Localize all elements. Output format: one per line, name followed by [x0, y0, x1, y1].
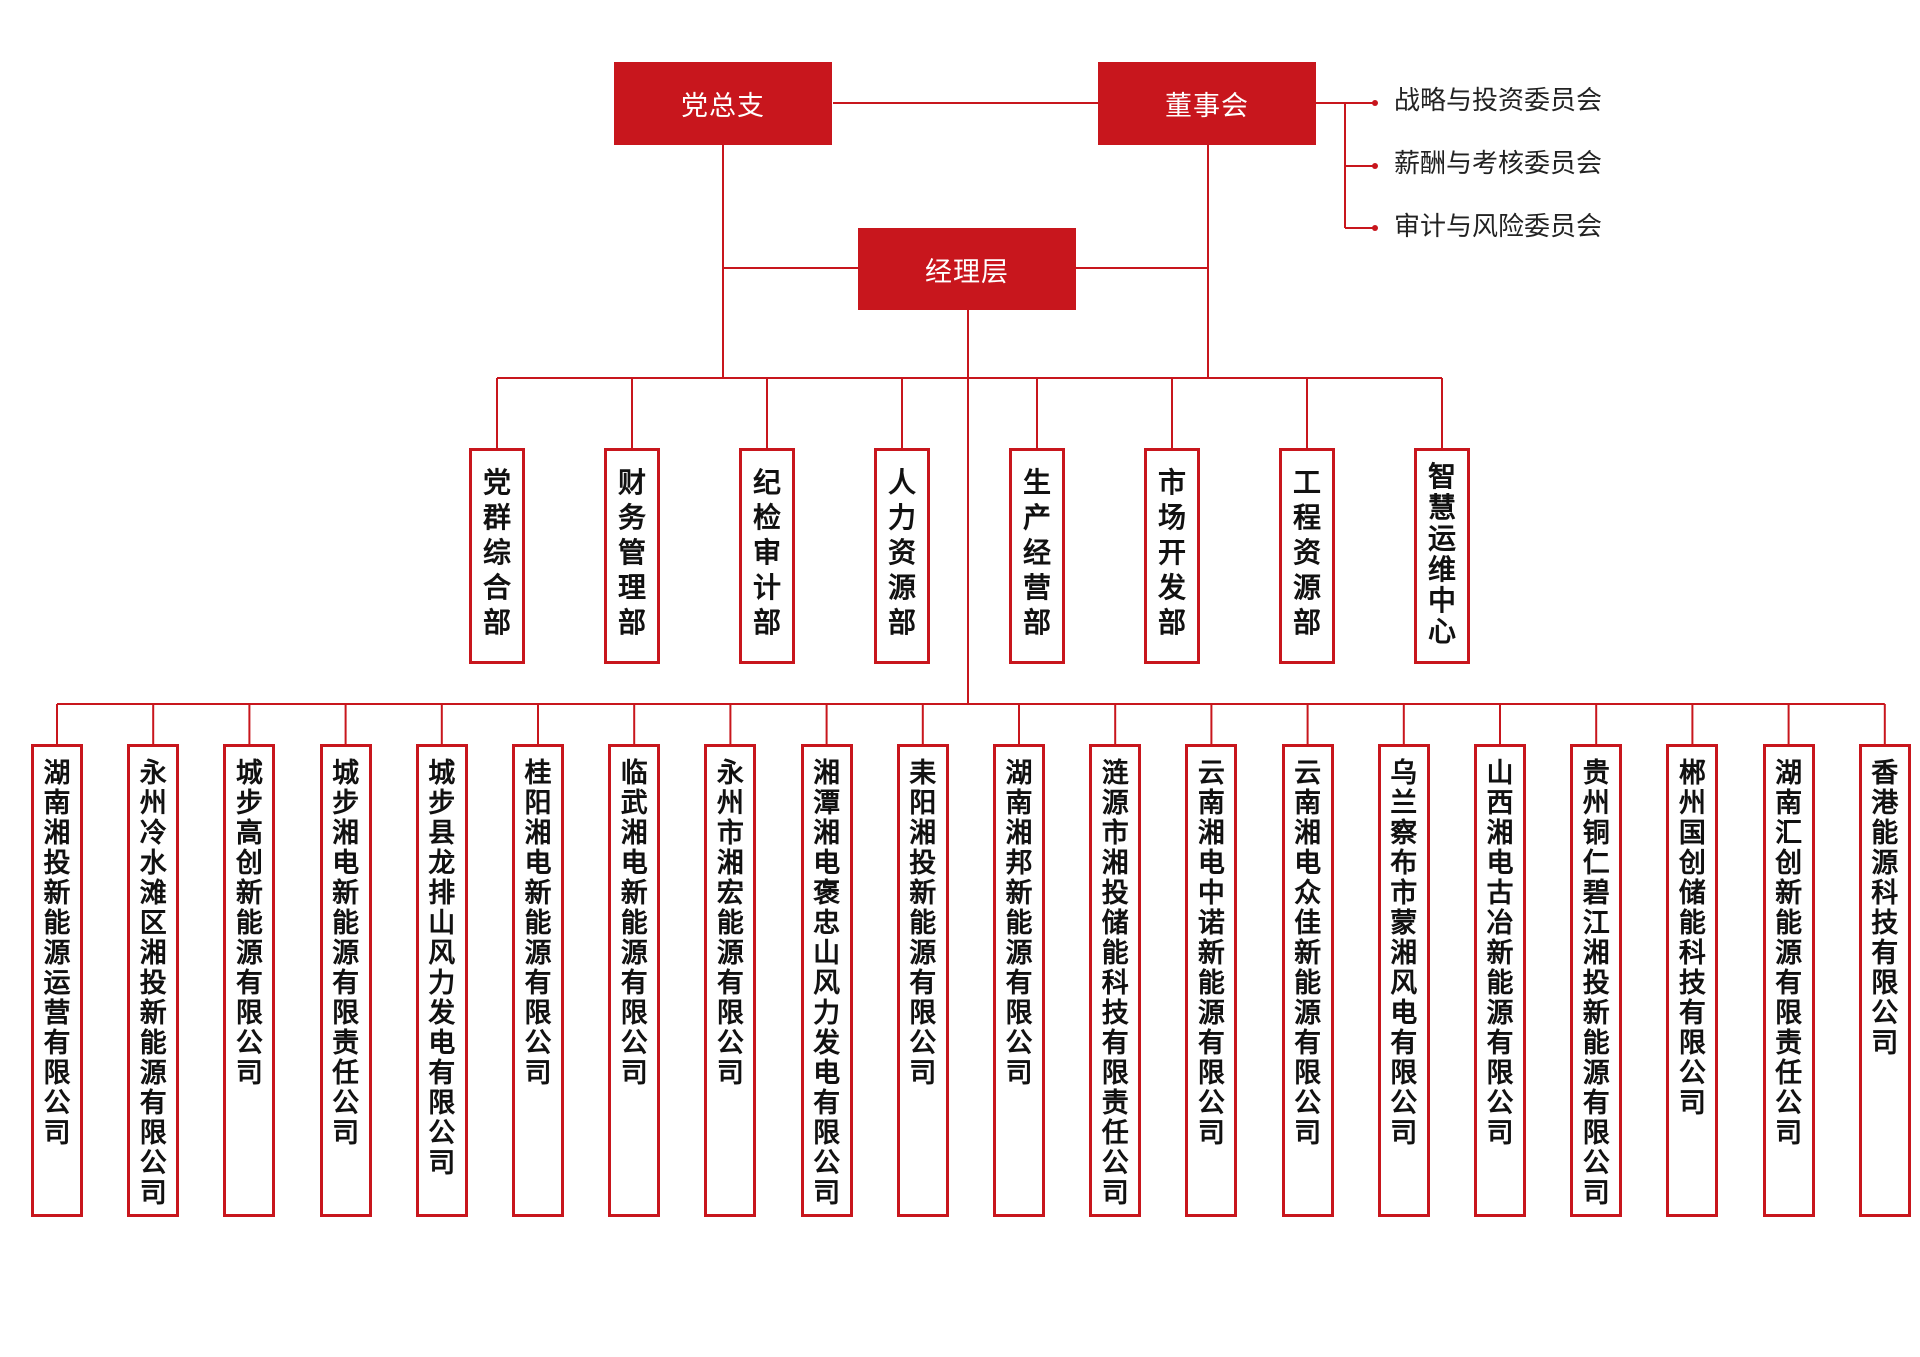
- department-label: 财务管理部: [618, 466, 647, 639]
- department-box: 人力资源部: [874, 448, 930, 664]
- subsidiary-box: 湖南湘邦新能源有限公司: [993, 744, 1045, 1217]
- subsidiary-label: 乌兰察布市蒙湘风电有限公司: [1390, 758, 1418, 1149]
- subsidiary-box: 涟源市湘投储能科技有限责任公司: [1089, 744, 1142, 1217]
- management-label: 经理层: [925, 256, 1009, 288]
- subsidiary-box: 湘潭湘电褒忠山风力发电有限公司: [800, 744, 853, 1217]
- subsidiary-box: 耒阳湘投新能源有限公司: [896, 744, 949, 1217]
- board-box: 董事会: [1098, 62, 1316, 145]
- subsidiary-box: 贵州铜仁碧江湘投新能源有限公司: [1570, 744, 1623, 1217]
- subsidiary-label: 涟源市湘投储能科技有限责任公司: [1101, 758, 1129, 1209]
- department-label: 工程资源部: [1293, 466, 1322, 639]
- committee-strategy: 战略与投资委员会: [1394, 86, 1603, 116]
- subsidiary-box: 湖南湘投新能源运营有限公司: [31, 744, 83, 1217]
- department-box: 市场开发部: [1144, 448, 1200, 664]
- department-box: 党群综合部: [469, 448, 525, 664]
- management-box: 经理层: [858, 228, 1076, 310]
- department-label: 智慧运维中心: [1428, 460, 1457, 648]
- committee-audit: 审计与风险委员会: [1394, 212, 1603, 242]
- subsidiary-label: 郴州国创储能科技有限公司: [1678, 758, 1706, 1119]
- subsidiary-label: 城步县龙排山风力发电有限公司: [428, 758, 456, 1179]
- department-label: 市场开发部: [1158, 466, 1187, 639]
- subsidiary-box: 湖南汇创新能源有限责任公司: [1762, 744, 1815, 1217]
- board-label: 董事会: [1165, 91, 1249, 122]
- subsidiary-label: 湖南湘投新能源运营有限公司: [43, 758, 71, 1149]
- subsidiary-label: 云南湘电中诺新能源有限公司: [1197, 758, 1225, 1149]
- subsidiary-box: 永州市湘宏能源有限公司: [704, 744, 757, 1217]
- subsidiary-label: 永州市湘宏能源有限公司: [716, 758, 744, 1089]
- committee-compensation: 薪酬与考核委员会: [1394, 149, 1603, 179]
- department-label: 生产经营部: [1023, 466, 1052, 639]
- subsidiary-label: 城步高创新能源有限公司: [235, 758, 263, 1089]
- subsidiary-label: 贵州铜仁碧江湘投新能源有限公司: [1582, 758, 1610, 1209]
- subsidiary-box: 城步县龙排山风力发电有限公司: [415, 744, 468, 1217]
- subsidiary-label: 湘潭湘电褒忠山风力发电有限公司: [813, 758, 841, 1209]
- subsidiary-label: 湖南汇创新能源有限责任公司: [1775, 758, 1803, 1149]
- department-box: 工程资源部: [1279, 448, 1335, 664]
- subsidiary-box: 云南湘电中诺新能源有限公司: [1185, 744, 1238, 1217]
- subsidiary-label: 山西湘电古冶新能源有限公司: [1486, 758, 1514, 1149]
- department-label: 人力资源部: [888, 466, 917, 639]
- subsidiary-label: 耒阳湘投新能源有限公司: [909, 758, 937, 1089]
- subsidiary-box: 永州冷水滩区湘投新能源有限公司: [127, 744, 180, 1217]
- department-box: 生产经营部: [1009, 448, 1065, 664]
- subsidiary-label: 湖南湘邦新能源有限公司: [1005, 758, 1033, 1089]
- subsidiary-box: 山西湘电古冶新能源有限公司: [1474, 744, 1526, 1217]
- subsidiary-box: 城步湘电新能源有限责任公司: [319, 744, 372, 1217]
- department-box: 财务管理部: [604, 448, 660, 664]
- subsidiary-box: 临武湘电新能源有限公司: [608, 744, 661, 1217]
- subsidiary-label: 临武湘电新能源有限公司: [620, 758, 648, 1089]
- department-box: 纪检审计部: [739, 448, 795, 664]
- subsidiary-box: 云南湘电众佳新能源有限公司: [1281, 744, 1334, 1217]
- subsidiary-box: 桂阳湘电新能源有限公司: [512, 744, 564, 1217]
- party-branch-box: 党总支: [614, 62, 832, 145]
- subsidiary-box: 城步高创新能源有限公司: [223, 744, 276, 1217]
- subsidiary-box: 乌兰察布市蒙湘风电有限公司: [1377, 744, 1430, 1217]
- subsidiary-box: 郴州国创储能科技有限公司: [1666, 744, 1719, 1217]
- subsidiary-label: 城步湘电新能源有限责任公司: [332, 758, 360, 1149]
- subsidiary-label: 云南湘电众佳新能源有限公司: [1294, 758, 1322, 1149]
- subsidiary-label: 永州冷水滩区湘投新能源有限公司: [139, 758, 167, 1209]
- subsidiary-box: 香港能源科技有限公司: [1858, 744, 1911, 1217]
- subsidiary-label: 香港能源科技有限公司: [1871, 758, 1899, 1059]
- department-label: 党群综合部: [483, 466, 512, 639]
- party-branch-label: 党总支: [681, 91, 765, 122]
- department-label: 纪检审计部: [753, 466, 782, 639]
- subsidiary-label: 桂阳湘电新能源有限公司: [524, 758, 552, 1089]
- department-box: 智慧运维中心: [1414, 448, 1470, 664]
